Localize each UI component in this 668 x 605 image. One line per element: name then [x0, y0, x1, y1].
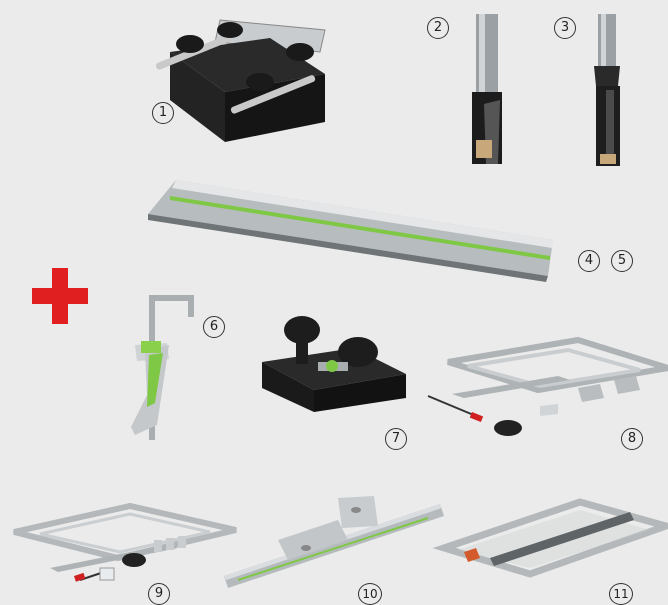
item-7-label: 7 — [385, 428, 407, 450]
guide-rail-image — [148, 180, 553, 282]
router-base-image — [155, 19, 326, 142]
plus-icon — [32, 268, 88, 324]
frame-guide-accessories-image — [13, 502, 237, 582]
router-bit-bearing-image — [594, 14, 620, 166]
item-8-label: 8 — [621, 428, 643, 450]
item-2-label: 2 — [427, 17, 449, 39]
item-4-label: 4 — [578, 250, 600, 272]
frame-guide-image — [432, 498, 668, 578]
item-9-label: 9 — [148, 583, 170, 605]
item-6-label: 6 — [203, 316, 225, 338]
item-5-label: 5 — [611, 250, 633, 272]
item-11-label: 11 — [609, 583, 633, 605]
guide-stop-image — [262, 316, 406, 412]
item-10-label: 10 — [358, 583, 382, 605]
frame-guide-set-image — [427, 336, 668, 436]
item-1-label: 1 — [152, 102, 174, 124]
router-bit-image — [472, 14, 502, 164]
item-3-label: 3 — [554, 17, 576, 39]
quick-clamp-image — [131, 295, 194, 440]
circle-guide-image — [224, 496, 444, 588]
